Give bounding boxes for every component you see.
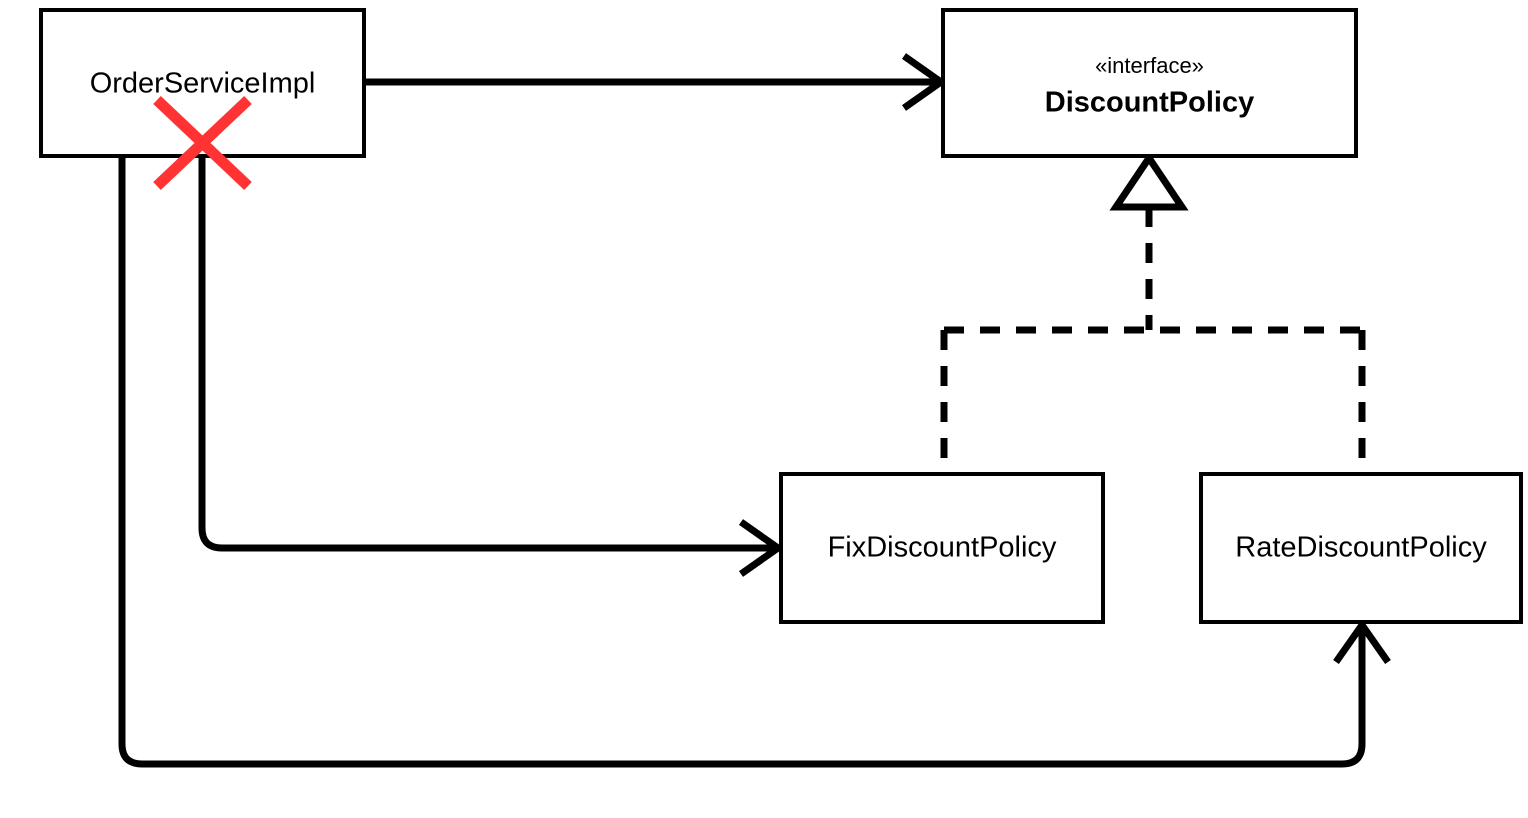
node-label: RateDiscountPolicy bbox=[1235, 532, 1487, 564]
node-label: FixDiscountPolicy bbox=[828, 532, 1057, 564]
node-label: OrderServiceImpl bbox=[90, 68, 316, 100]
node-discount-policy[interactable]: «interface» DiscountPolicy bbox=[941, 8, 1358, 158]
edge-realizations-to-discount-policy[interactable] bbox=[940, 151, 1366, 474]
node-fix-discount-policy[interactable]: FixDiscountPolicy bbox=[779, 472, 1105, 624]
hollow-triangle-icon bbox=[1109, 151, 1189, 211]
edge-line bbox=[118, 156, 1366, 768]
node-box bbox=[39, 8, 366, 158]
open-arrowhead-icon bbox=[738, 519, 785, 577]
node-box bbox=[1199, 472, 1523, 624]
node-rate-discount-policy[interactable]: RateDiscountPolicy bbox=[1199, 472, 1523, 624]
node-stereotype: «interface» bbox=[1095, 53, 1204, 78]
edge-line bbox=[198, 156, 778, 552]
red-x-mark bbox=[153, 96, 252, 190]
node-order-service-impl[interactable]: OrderServiceImpl bbox=[39, 8, 366, 158]
node-label: DiscountPolicy bbox=[1045, 87, 1255, 119]
edge-order-to-fix-discount-policy[interactable] bbox=[198, 156, 785, 577]
node-box bbox=[779, 472, 1105, 624]
node-box bbox=[941, 8, 1358, 158]
open-arrowhead-icon bbox=[1333, 618, 1391, 665]
red-x-stroke-2 bbox=[153, 96, 252, 190]
edge-order-to-rate-discount-policy[interactable] bbox=[118, 156, 1391, 768]
edge-order-to-discount-policy[interactable] bbox=[364, 53, 948, 111]
